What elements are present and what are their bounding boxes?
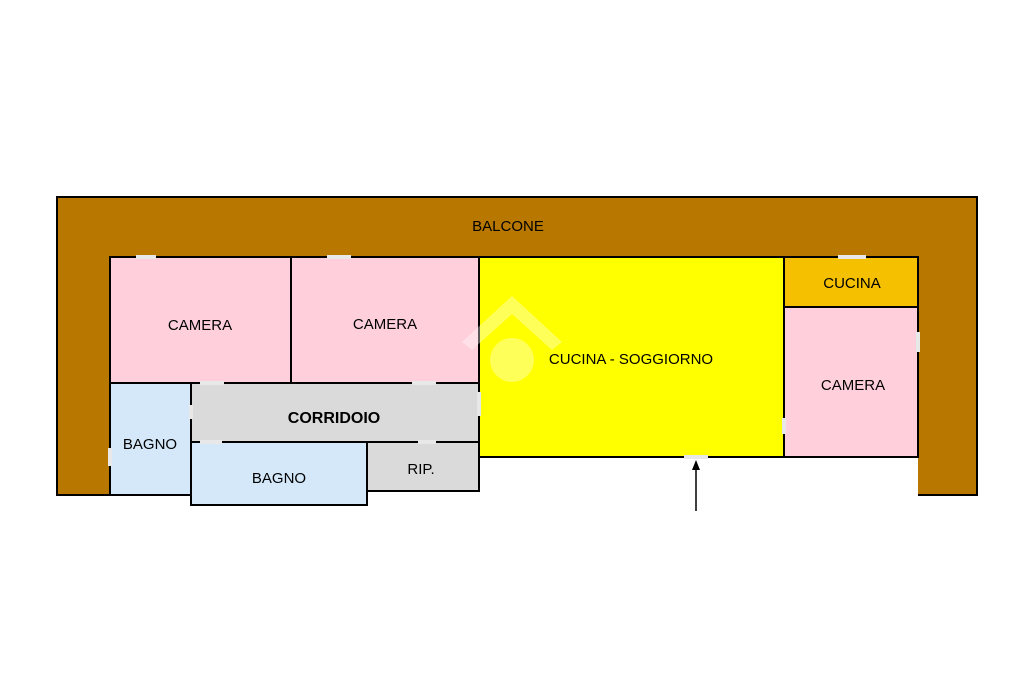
door-gaps [108,255,920,466]
room-camera-3 [783,306,919,458]
door-camera-1 [200,381,224,385]
window-bagno-1 [108,448,112,466]
entrance-door [684,455,708,459]
door-rip [418,440,436,444]
label-corridoio: CORRIDOIO [288,410,380,427]
room-cucina [783,256,919,308]
door-camera-2 [412,381,436,385]
house-logo-watermark-icon [462,296,562,382]
room-cucina-soggiorno [478,256,785,458]
label-cucina-soggiorno: CUCINA - SOGGIORNO [549,351,713,368]
room-ripostiglio [366,441,480,492]
label-camera-2: CAMERA [353,316,417,333]
entrance-arrow-icon [692,460,700,511]
window-camera-2 [327,255,351,259]
door-camera-3 [782,418,786,434]
door-bagno-1 [189,405,193,419]
label-camera-3: CAMERA [821,377,885,394]
room-bagno-2 [190,441,368,506]
label-cucina: CUCINA [823,275,881,292]
label-bagno-2: BAGNO [252,470,306,487]
label-balcone: BALCONE [472,218,544,235]
label-camera-1: CAMERA [168,317,232,334]
window-cucina [838,255,866,259]
door-corridoio-living [477,392,481,416]
window-camera-3 [916,332,920,352]
label-ripostiglio: RIP. [407,461,434,478]
window-camera-1 [136,255,156,259]
room-bagno-1 [109,382,192,496]
door-bagno-2 [200,440,222,444]
label-bagno-1: BAGNO [123,436,177,453]
